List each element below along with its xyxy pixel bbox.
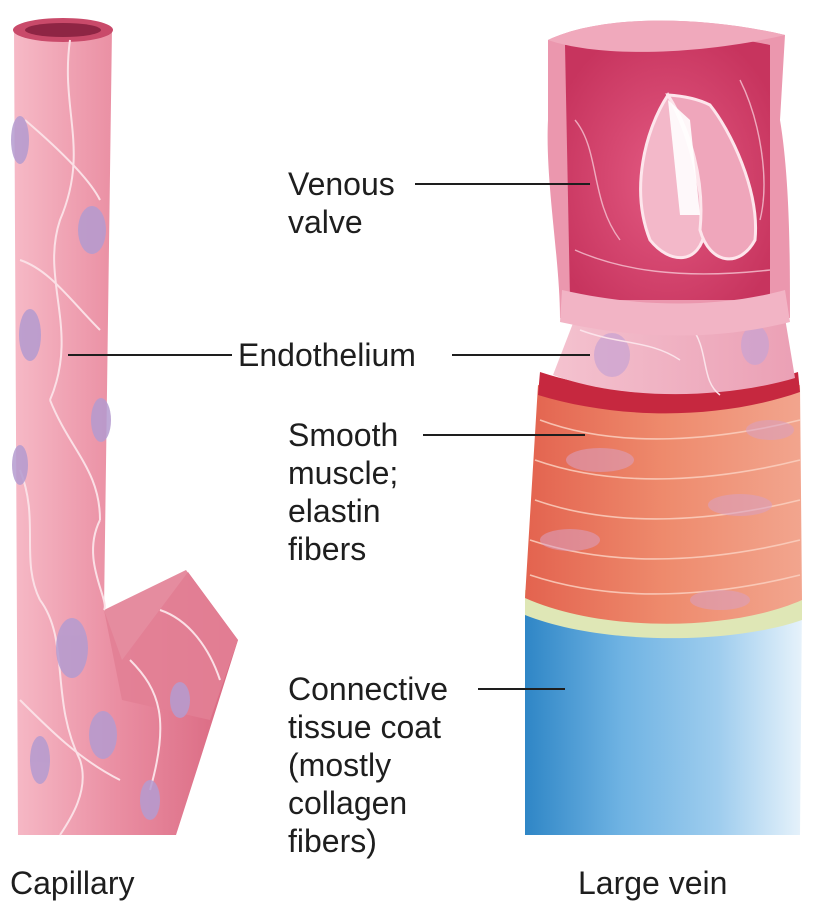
caption-capillary: Capillary <box>10 864 134 902</box>
label-venous-valve: Venous valve <box>288 165 395 241</box>
capillary-illustration <box>11 18 238 835</box>
caption-large-vein: Large vein <box>578 864 727 902</box>
large-vein-illustration <box>525 21 802 835</box>
label-connective-tissue: Connective tissue coat (mostly collagen … <box>288 670 448 860</box>
label-smooth-muscle: Smooth muscle; elastin fibers <box>288 416 398 568</box>
label-endothelium: Endothelium <box>238 336 416 374</box>
capillary-lumen <box>25 23 101 37</box>
